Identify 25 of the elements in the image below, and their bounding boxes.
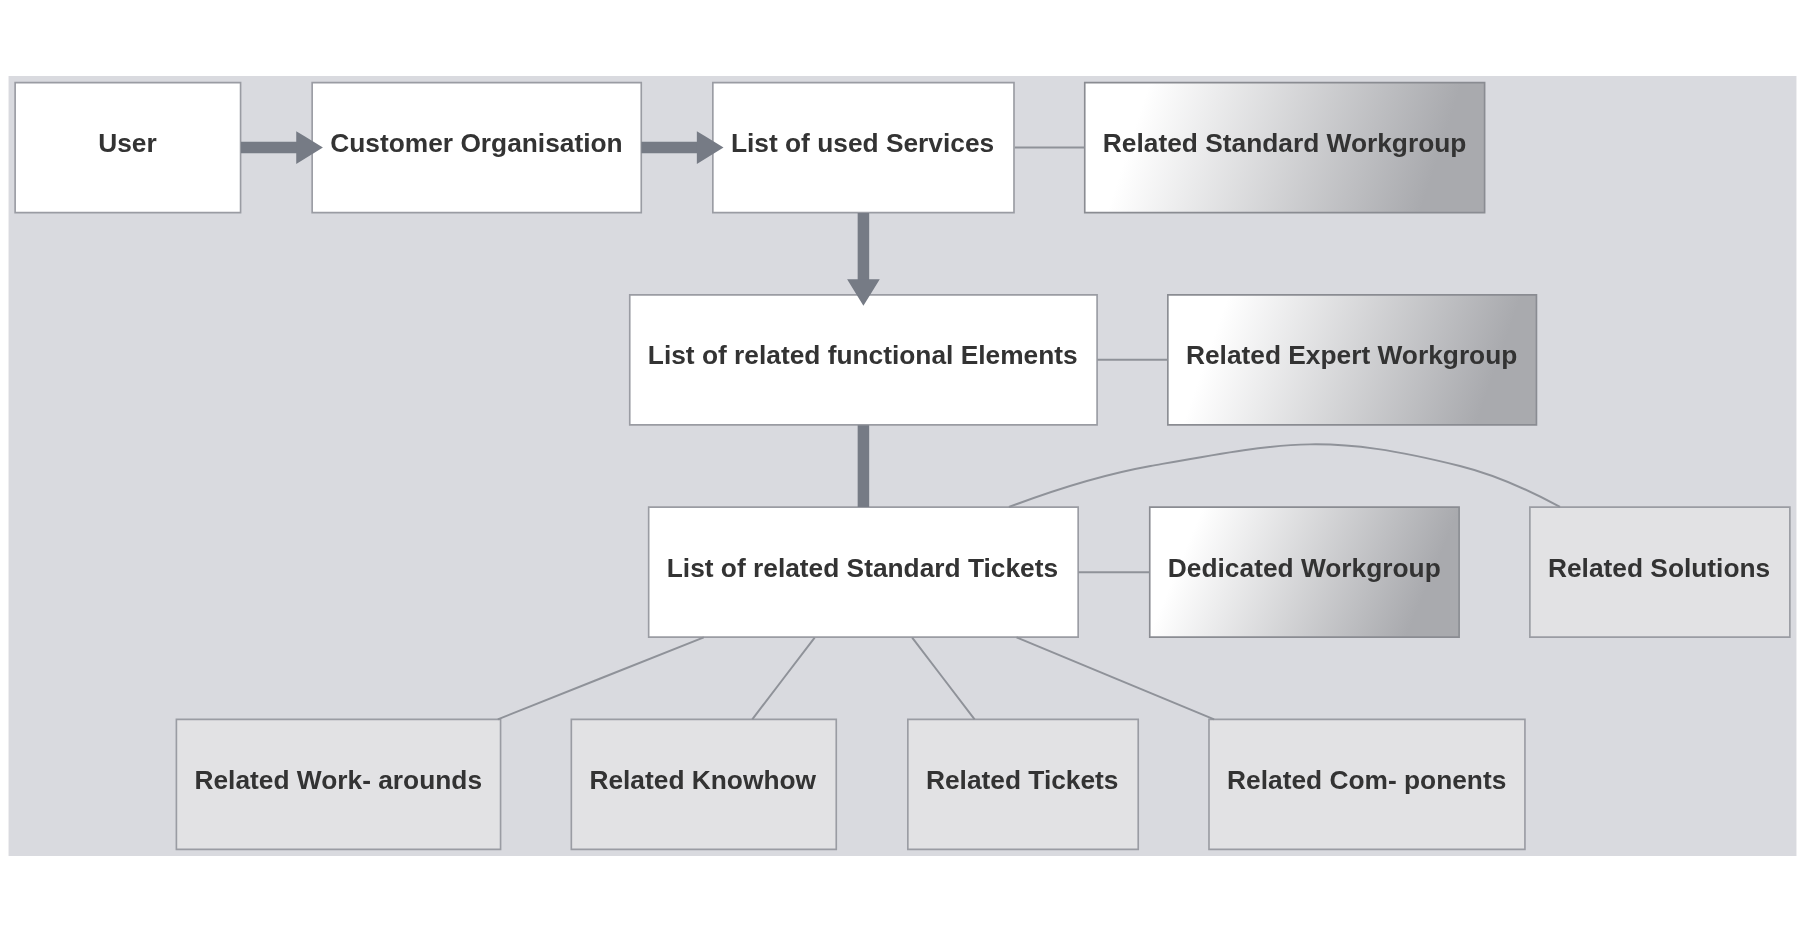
connector (1007, 443, 1561, 509)
node-box: Related Solutions (1529, 506, 1791, 638)
arrow (240, 131, 323, 164)
node-box: Dedicated Workgroup (1148, 506, 1460, 638)
arrow (847, 213, 880, 306)
node-box: Related Tickets (907, 718, 1140, 851)
connector (857, 425, 870, 508)
connector (1096, 358, 1169, 361)
node-box: Customer Organisation (311, 81, 643, 214)
arrow (641, 131, 724, 164)
node-box: List of related functional Elements (628, 294, 1098, 426)
connector (1077, 571, 1151, 574)
node-box: Related Standard Workgroup (1083, 81, 1486, 214)
connector (1013, 146, 1086, 149)
node-box: User (14, 81, 242, 214)
node-box: Related Knowhow (570, 718, 838, 851)
connector (496, 636, 705, 721)
node-box: List of used Services (712, 81, 1015, 214)
connector (1015, 636, 1216, 721)
connector (911, 636, 976, 721)
node-box: Related Expert Workgroup (1167, 294, 1538, 426)
connector (751, 636, 816, 721)
node-box: Related Com- ponents (1208, 718, 1526, 851)
node-box: List of related Standard Tickets (647, 506, 1079, 638)
node-box: Related Work- arounds (175, 718, 502, 851)
